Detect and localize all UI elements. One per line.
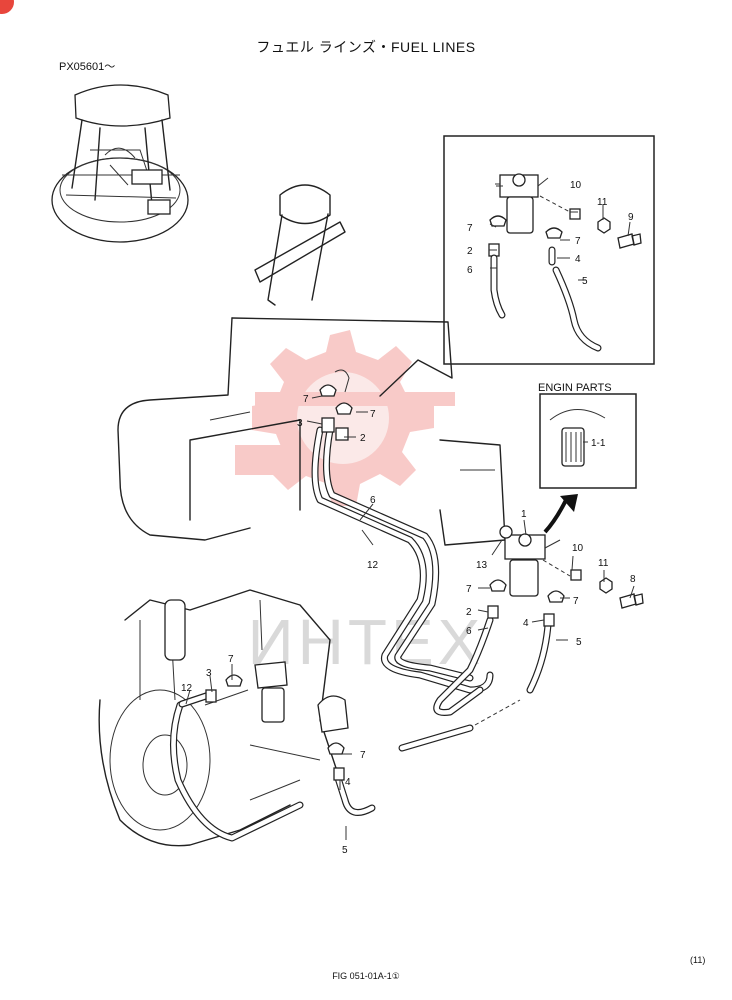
- callout-9-inset: 9: [628, 212, 634, 223]
- engine-parts-label: ENGIN PARTS: [538, 382, 612, 394]
- callout-7-inset-a: 7: [467, 223, 473, 234]
- arrow-to-engine-parts: [543, 499, 568, 534]
- callout-5-filter: 5: [576, 637, 582, 648]
- callout-4-filter: 4: [523, 618, 529, 629]
- callout-11-main: 11: [598, 558, 609, 569]
- callout-2-tank: 2: [360, 433, 366, 444]
- callout-1-1: 1-1: [591, 438, 606, 449]
- filter-element-1-1: [549, 409, 606, 467]
- callout-1-filter: 1: [521, 509, 527, 520]
- watermark-gear-icon: [235, 330, 455, 506]
- callout-7-engine-b: 7: [360, 750, 366, 761]
- inset-fuel-filter: [495, 173, 571, 234]
- callout-3-tank: 3: [297, 418, 303, 429]
- serial-range: PX05601～: [59, 61, 116, 73]
- watermark-text: ИНТЕХ: [247, 606, 485, 678]
- callout-11-inset: 11: [597, 197, 608, 208]
- callout-2-inset: 2: [467, 246, 473, 257]
- callout-5-inset: 5: [582, 276, 588, 287]
- figure-number: FIG 051-01A-1①: [332, 971, 400, 981]
- inset-clamp-7a: [489, 215, 507, 227]
- callout-12-main: 12: [367, 560, 379, 571]
- callout-4-inset: 4: [575, 254, 581, 265]
- inset-nut-11: [597, 217, 611, 234]
- callout-7-engine: 7: [228, 654, 234, 665]
- callout-10-inset: 10: [570, 180, 582, 191]
- fuel-filter-main: [499, 525, 571, 597]
- callout-2-filter: 2: [466, 607, 472, 618]
- corner-mark-icon: [0, 0, 14, 14]
- callout-6-inset: 6: [467, 265, 473, 276]
- inset-washer-10: [569, 208, 581, 220]
- callout-5-engine: 5: [342, 845, 348, 856]
- engine-parts-box: [539, 393, 637, 489]
- callout-8: 8: [630, 574, 636, 585]
- fuel-tank: [117, 184, 506, 546]
- callout-3-engine: 3: [206, 668, 212, 679]
- engine-block: [98, 589, 349, 847]
- callout-7-inset-b: 7: [575, 236, 581, 247]
- callout-7-filter-a: 7: [466, 584, 472, 595]
- machine-thumbnail: [51, 84, 189, 243]
- callout-10-main: 10: [572, 543, 584, 554]
- page-title: フュエル ラインズ・FUEL LINES: [256, 39, 476, 55]
- page-number: (11): [690, 955, 706, 965]
- callout-13: 13: [476, 560, 488, 571]
- inset-bolt-9: [617, 233, 642, 249]
- callout-4-engine: 4: [345, 777, 351, 788]
- callout-7-tank-b: 7: [370, 409, 376, 420]
- callout-12-engine: 12: [181, 683, 193, 694]
- callout-7-tank-a: 7: [303, 394, 309, 405]
- callout-6-main: 6: [370, 495, 376, 506]
- inset-clamp-7b: [545, 227, 563, 239]
- callout-7-filter-b: 7: [573, 596, 579, 607]
- inset-detail-box: [443, 135, 655, 365]
- callout-6-filter: 6: [466, 626, 472, 637]
